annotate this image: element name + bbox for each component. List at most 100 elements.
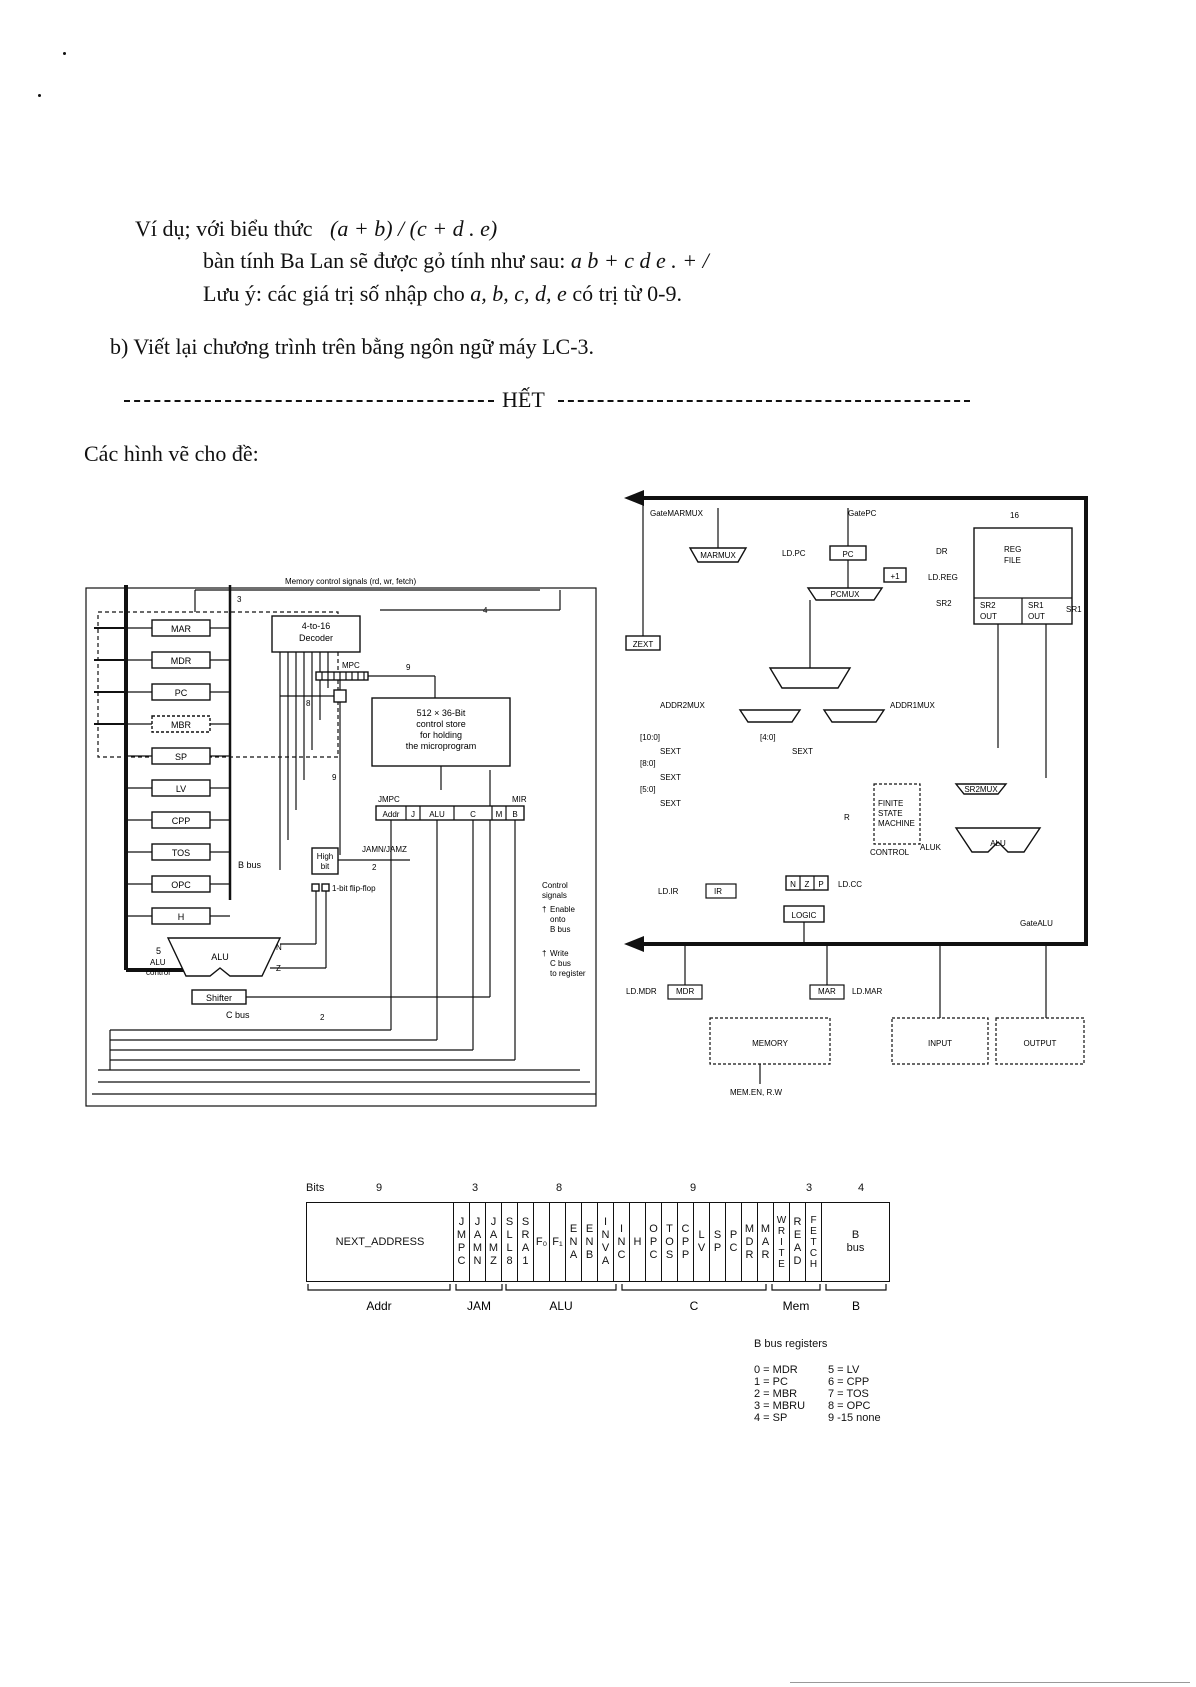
control-store-line: for holding [420, 730, 462, 740]
marmux-shape [688, 547, 748, 563]
microword-field: M D R [742, 1203, 758, 1281]
control-store-box [371, 697, 511, 767]
sr2mux-label: SR2MUX [964, 785, 998, 794]
scan-dot [38, 94, 41, 97]
legend-enable: onto [550, 915, 566, 924]
output-box [995, 1017, 1085, 1065]
num-5: 5 [156, 946, 161, 956]
legend-enable: B bus [550, 925, 570, 934]
ir-box [705, 883, 737, 899]
alu-label: ALU [211, 952, 229, 962]
scan-dot [63, 52, 66, 55]
alu-control-label-1: ALU [150, 958, 166, 967]
nzp-n: N [790, 880, 796, 889]
nzp-box [785, 875, 829, 891]
bbus-entry: 7 = TOS [828, 1388, 869, 1400]
nzp-p: P [818, 880, 823, 889]
decoder-box [271, 615, 361, 653]
group-label: ALU [549, 1299, 572, 1313]
bits-label: Bits [306, 1182, 325, 1194]
sr2-label: SR2 [936, 599, 952, 608]
group-label: Addr [366, 1299, 391, 1313]
register-label: CPP [172, 816, 191, 826]
mir-field: C [470, 810, 476, 819]
sext-range: [5:0] [640, 785, 656, 794]
output-label: OUTPUT [1024, 1039, 1057, 1048]
legend-write: Write [550, 949, 569, 958]
ld-mar: LD.MAR [852, 987, 882, 996]
legend-title: Control [542, 881, 568, 890]
num-8: 8 [306, 699, 311, 708]
legend-enable-arrow-icon: † [542, 905, 546, 914]
microword-field: T O S [662, 1203, 678, 1281]
b-bus-label: B bus [238, 860, 262, 870]
register-label: SP [175, 752, 187, 762]
note-prefix: Lưu ý: các giá trị số nhập cho [203, 281, 465, 306]
input-box [891, 1017, 989, 1065]
bit-count: 3 [806, 1182, 813, 1194]
example-expression: (a + b) / (c + d . e) [330, 216, 498, 241]
microword-field: O P C [646, 1203, 662, 1281]
pcmux-shape [806, 587, 884, 601]
num-2-b: 2 [320, 1013, 325, 1022]
bbus-right-column: 5 = LV 6 = CPP 7 = TOS 8 = OPC 9 -15 non… [828, 1364, 881, 1424]
addr2mux-label: ADDR2MUX [660, 701, 706, 710]
ld-reg-label: LD.REG [928, 573, 958, 582]
control-store-line: control store [416, 719, 466, 729]
example-label: Ví dụ; với biểu thức [135, 216, 313, 241]
alu-shape [954, 827, 1042, 853]
scan-edge-line [790, 1682, 1190, 1683]
microword-field: S P [710, 1203, 726, 1281]
group-label: JAM [467, 1299, 491, 1313]
reg-file-box [973, 527, 1073, 625]
flipflop-n [311, 883, 320, 892]
microword-field: W R I T E [774, 1203, 790, 1281]
sext-label: SEXT [660, 773, 681, 782]
alu-label: ALU [990, 839, 1006, 848]
mir-field: ALU [429, 810, 445, 819]
logic-label: LOGIC [792, 911, 817, 920]
microword-field: P C [726, 1203, 742, 1281]
memory-box [709, 1017, 831, 1065]
c-bus-label: C bus [226, 1010, 250, 1020]
bus-arrow-icon [624, 490, 644, 506]
mpc-label: MPC [342, 661, 360, 670]
sr1-out-label: OUT [1028, 612, 1045, 621]
shifter-label: Shifter [206, 993, 232, 1003]
figures-heading: Các hình vẽ cho đề: [84, 441, 259, 466]
mir-field: B [512, 810, 517, 819]
addr2mux-shape [738, 709, 802, 723]
or-gate [333, 689, 347, 703]
register-label: H [178, 912, 185, 922]
microword-field: F E T C H [806, 1203, 822, 1281]
register-label: MDR [171, 656, 192, 666]
polish-line: bàn tính Ba Lan sẽ được gỏ tính như sau:… [203, 248, 709, 274]
memory-control-label: Memory control signals (rd, wr, fetch) [285, 577, 416, 586]
ld-pc: LD.PC [782, 549, 806, 558]
part-b: b) Viết lại chương trình trên bằng ngôn … [110, 334, 595, 359]
gate-marmux: GateMARMUX [650, 509, 704, 518]
group-label: B [852, 1299, 860, 1313]
decoder-label-2: Decoder [299, 633, 333, 643]
lc3-datapath: GateMARMUX GatePC MARMUX LD.PC PC +1 PCM… [624, 490, 1088, 1097]
control-store-line: the microprogram [406, 741, 477, 751]
bbus-entry: 6 = CPP [828, 1376, 870, 1388]
bbus-entry: 0 = MDR [754, 1364, 798, 1376]
end-divider: HẾT [124, 387, 970, 413]
sext-label: SEXT [660, 799, 681, 808]
next-address-field: NEXT_ADDRESS [307, 1203, 454, 1281]
sext-range: [10:0] [640, 733, 660, 742]
fsm-label: MACHINE [878, 819, 915, 828]
high-bit-label: bit [321, 862, 330, 871]
input-label: INPUT [928, 1039, 952, 1048]
mir-field: J [411, 810, 415, 819]
end-marker: HẾT [502, 387, 545, 412]
fsm-box [873, 783, 921, 845]
microword-field: C P P [678, 1203, 694, 1281]
microword-field: M A R [758, 1203, 774, 1281]
aluk-label: ALUK [920, 843, 942, 852]
microword-field: F₁ [550, 1203, 566, 1281]
fsm-label: FINITE [878, 799, 903, 808]
bbus-entry: 5 = LV [828, 1364, 860, 1376]
fsm-label: STATE [878, 809, 903, 818]
